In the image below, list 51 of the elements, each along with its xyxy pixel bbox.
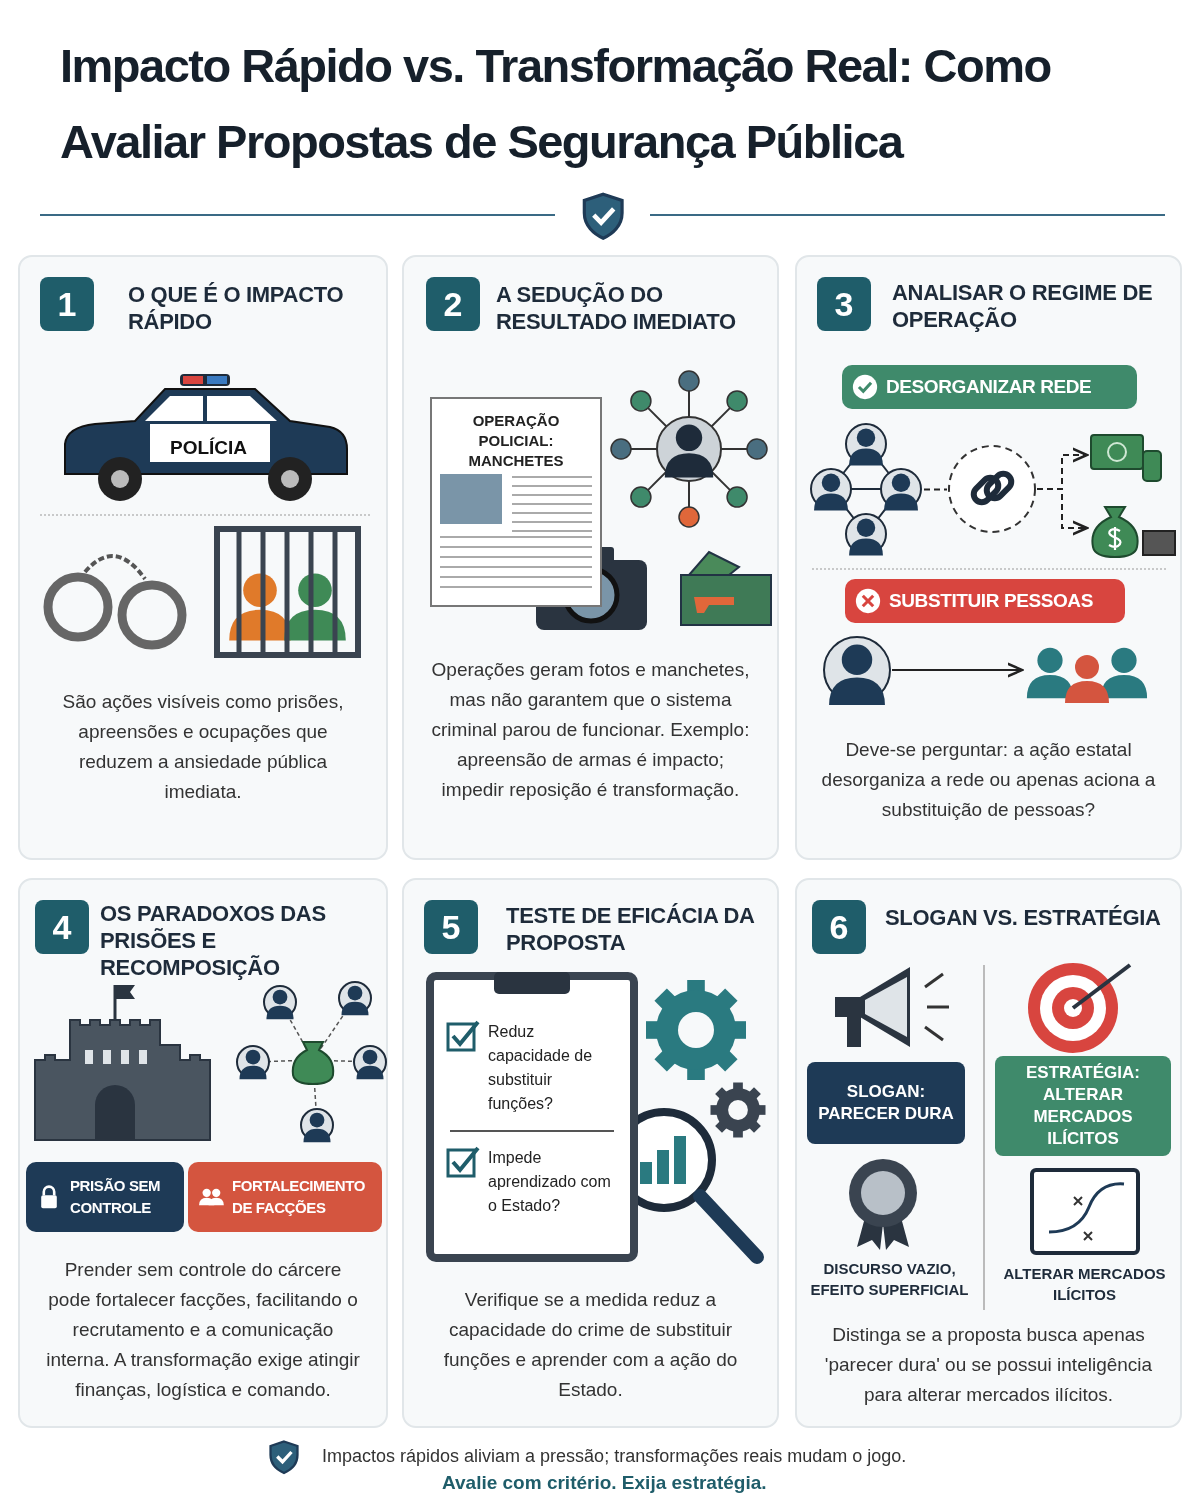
number-badge: 3 bbox=[817, 277, 871, 331]
card-heading: ANALISAR O REGIME DE OPERAÇÃO bbox=[892, 279, 1154, 333]
info-card bbox=[18, 878, 388, 1428]
clipboard bbox=[426, 972, 638, 1262]
card-heading: A SEDUÇÃO DO RESULTADO IMEDIATO bbox=[496, 281, 737, 335]
car-label: POLÍCIA bbox=[170, 437, 248, 459]
footer-slogan: Avalie com critério. Exija estratégia. bbox=[442, 1472, 767, 1494]
info-card bbox=[402, 878, 779, 1428]
info-card bbox=[18, 255, 388, 860]
label-panel: SLOGAN: PARECER DURA bbox=[807, 1062, 965, 1144]
body-text: Prender sem controle do cárcere pode fortalecer facções, facilitando o recrutamento e a comunicação interna. A transformação exige atingir finanças, logística e comando. bbox=[45, 1258, 361, 1402]
headline: OPERAÇÃO POLICIAL: MANCHETES bbox=[467, 411, 565, 471]
info-card bbox=[795, 255, 1182, 860]
dashed-circle-chain-icon bbox=[947, 444, 1037, 534]
number-badge: 5 bbox=[424, 900, 478, 954]
question-text: Impede aprendizado com o Estado? bbox=[488, 1148, 612, 1216]
card-heading: O QUE É O IMPACTO RÁPIDO bbox=[128, 281, 345, 335]
pill-label: FORTALECIMENTO DE FACÇÕES bbox=[232, 1176, 366, 1218]
body-text: Operações geram fotos e manchetes, mas não garantem que o sistema criminal parou de funcionar. Exemplo: apreensão de armas é impacto; impedir reposição é transformação. bbox=[430, 658, 751, 802]
person-network-icon bbox=[809, 422, 924, 557]
label-panel: ESTRATÉGIA: ALTERAR MERCADOS ILÍCITOS bbox=[995, 1056, 1171, 1156]
footer-text: Impactos rápidos aliviam a pressão; transformações reais mudam o jogo. bbox=[322, 1446, 907, 1467]
body-text: Deve-se perguntar: a ação estatal desorganiza a rede ou apenas aciona a substituição de pessoas? bbox=[820, 738, 1157, 822]
arrow bbox=[891, 662, 1024, 678]
body-text: São ações visíveis como prisões, apreensões e ocupações que reduzem a ansiedade pública imediata. bbox=[61, 690, 345, 804]
card-heading: TESTE DE EFICÁCIA DA PROPOSTA bbox=[506, 902, 755, 956]
number-badge: 1 bbox=[40, 277, 94, 331]
body-text: Verifique se a medida reduz a capacidade do crime de substituir funções e aprender com a ação do Estado. bbox=[442, 1288, 739, 1402]
caption-text: ALTERAR MERCADOS ILÍCITOS bbox=[1002, 1264, 1167, 1305]
number-badge: 2 bbox=[426, 277, 480, 331]
number-badge: 6 bbox=[812, 900, 866, 954]
label-pill bbox=[845, 579, 1125, 623]
body-text: Distinga se a proposta busca apenas 'parecer dura' ou se possui inteligência para alterar mercados ilícitos. bbox=[823, 1323, 1154, 1407]
card-heading: SLOGAN VS. ESTRATÉGIA bbox=[885, 904, 1162, 931]
newspaper bbox=[430, 397, 602, 607]
label-pill bbox=[842, 365, 1137, 409]
title: Impacto Rápido vs. Transformação Real: Como Avaliar Propostas de Segurança Pública bbox=[60, 38, 1052, 170]
connector-line bbox=[923, 488, 948, 491]
pill-label: PRISÃO SEM CONTROLE bbox=[70, 1176, 162, 1218]
person-icon bbox=[822, 635, 892, 705]
number-badge: 4 bbox=[35, 900, 89, 954]
label-pill bbox=[26, 1162, 184, 1232]
pill-label: SUBSTITUIR PESSOAS bbox=[889, 590, 1093, 612]
pill-label: DESORGANIZAR REDE bbox=[886, 376, 1092, 398]
question-text: Reduz capacidade de substituir funções? bbox=[488, 1022, 594, 1114]
info-card bbox=[795, 878, 1182, 1428]
card-heading: OS PARADOXOS DAS PRISÕES E RECOMPOSIÇÃO bbox=[100, 900, 327, 981]
caption-text: DISCURSO VAZIO, EFEITO SUPERFICIAL bbox=[809, 1259, 970, 1300]
arrow bbox=[1036, 488, 1089, 536]
label-pill bbox=[188, 1162, 382, 1232]
info-card bbox=[402, 255, 779, 860]
